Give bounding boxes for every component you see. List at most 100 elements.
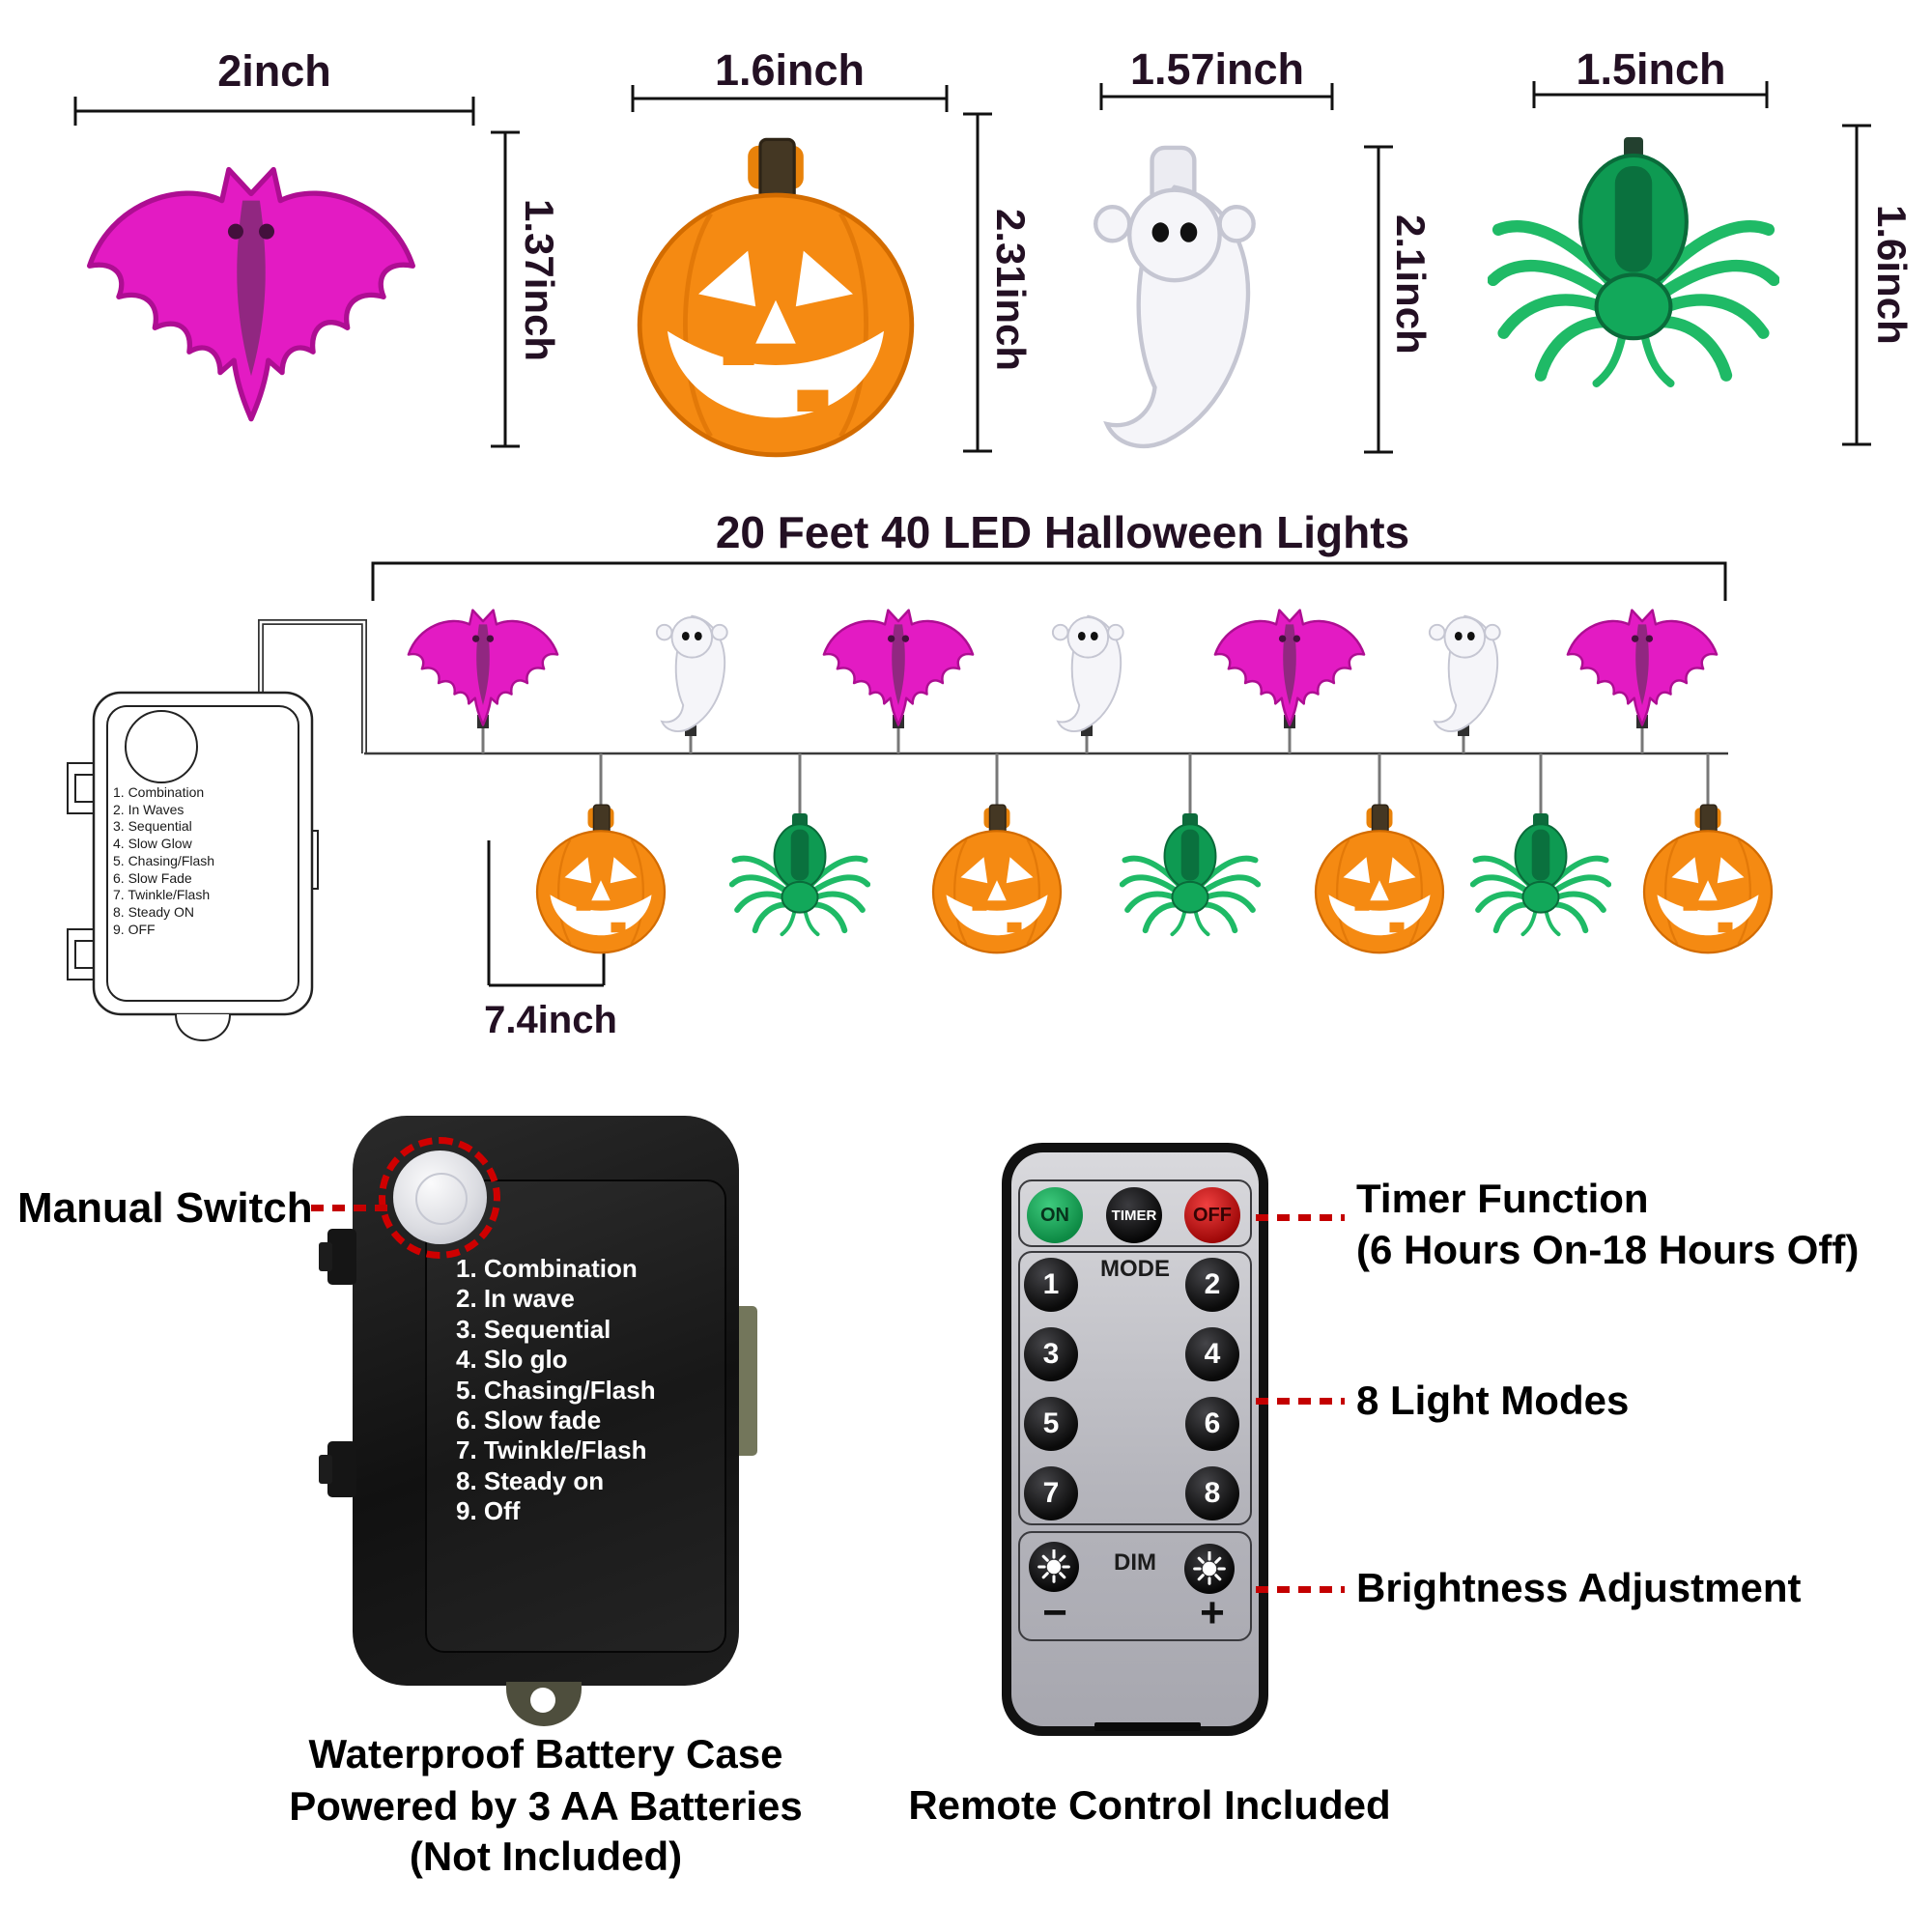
dim-section-label: DIM: [1114, 1549, 1156, 1576]
bat-icon: [90, 170, 413, 419]
remote-power-panel: [1018, 1179, 1252, 1247]
case-mode-list: 1. Combination 2. In wave 3. Sequential …: [456, 1254, 656, 1527]
case-clip: [327, 1229, 356, 1285]
list-item: 6. Slow Fade: [113, 869, 192, 886]
dim-up-button: [1184, 1544, 1235, 1594]
list-item: 1. Combination: [113, 784, 205, 800]
case-caption-line1: Waterproof Battery Case: [308, 1731, 783, 1776]
brightness-icon: [1037, 1549, 1071, 1584]
power-wire: [258, 619, 367, 753]
mode-5-button: 5: [1024, 1397, 1078, 1451]
remote-control: ON TIMER OFF MODE 1 2 3 4 5 6 7 8 DIM − …: [1002, 1143, 1268, 1736]
list-item: 3. Sequential: [456, 1314, 611, 1344]
list-item: 3. Sequential: [113, 818, 192, 835]
list-item: 1. Combination: [456, 1254, 638, 1283]
light-modes-label: 8 Light Modes: [1356, 1378, 1630, 1423]
modes-callout-line: [1256, 1398, 1345, 1405]
bat-dimension-lines: [73, 97, 520, 448]
case-hanging-hole: [530, 1688, 555, 1713]
bat-width-label: 2inch: [217, 46, 331, 96]
case-clip-nub: [319, 1242, 332, 1271]
brightness-icon: [1192, 1551, 1227, 1586]
ornament-stems-bottom: [599, 753, 1710, 821]
case-caption-line3: (Not Included): [409, 1833, 683, 1879]
list-item: 6. Slow fade: [456, 1406, 602, 1435]
list-item: 4. Slo glo: [456, 1345, 568, 1375]
ghost-icon: [1095, 148, 1254, 446]
string-bat-icon: [1213, 609, 1366, 726]
pumpkin-width-label: 1.6inch: [714, 45, 866, 95]
ghost-width-label: 1.57inch: [1129, 44, 1305, 94]
pumpkin-height-label: 2.31inch: [988, 209, 1034, 372]
mode-section-label: MODE: [1100, 1256, 1170, 1282]
manual-switch-callout-line: [311, 1205, 394, 1211]
battery-case-panel: [425, 1179, 726, 1653]
spider-icon: [1493, 156, 1775, 384]
string-spider-icon: [1122, 824, 1258, 934]
mode-4-button: 4: [1185, 1327, 1239, 1381]
dim-plus-sign: +: [1200, 1589, 1225, 1636]
on-button: ON: [1027, 1187, 1083, 1243]
ornament-stems-top: [481, 723, 1644, 753]
case-clip: [327, 1441, 356, 1497]
string-spider-icon: [732, 824, 867, 934]
list-item: 5. Chasing/Flash: [113, 852, 215, 868]
string-ghost-icon: [655, 614, 728, 733]
string-ghost-icon: [1051, 614, 1124, 733]
case-caption-line2: Powered by 3 AA Batteries: [289, 1783, 803, 1829]
pumpkin-icon: [639, 139, 912, 454]
manual-switch-label: Manual Switch: [17, 1184, 313, 1232]
string-pumpkin-icon: [931, 804, 1063, 954]
remote-dim-panel: [1018, 1531, 1252, 1641]
mode-8-button: 8: [1185, 1466, 1239, 1520]
spider-caps: [792, 813, 1548, 833]
timer-hours-label: (6 Hours On-18 Hours Off): [1356, 1227, 1860, 1272]
spider-dimension-lines: [1532, 81, 1871, 446]
mode-3-button: 3: [1024, 1327, 1078, 1381]
string-bat-icon: [822, 609, 975, 726]
ghost-height-label: 2.1inch: [1388, 214, 1434, 355]
mode-6-button: 6: [1185, 1397, 1239, 1451]
list-item: 8. Steady ON: [113, 903, 195, 920]
case-clip-nub: [319, 1455, 332, 1484]
bat-height-label: 1.37inch: [517, 199, 562, 362]
string-title: 20 Feet 40 LED Halloween Lights: [715, 507, 1410, 557]
list-item: 5. Chasing/Flash: [456, 1375, 656, 1405]
remote-mode-panel: [1018, 1251, 1252, 1525]
string-length-bracket: [371, 561, 1727, 601]
ghost-dimension-lines: [1099, 83, 1393, 454]
timer-callout-line: [1256, 1214, 1345, 1221]
list-item: 2. In Waves: [113, 801, 185, 817]
timer-button: TIMER: [1106, 1187, 1162, 1243]
off-button: OFF: [1184, 1187, 1240, 1243]
list-item: 9. OFF: [113, 921, 156, 937]
string-pumpkin-icon: [1642, 804, 1774, 954]
list-item: 7. Twinkle/Flash: [113, 887, 211, 903]
ornament-sockets-top: [477, 715, 1648, 736]
list-item: 9. Off: [456, 1496, 521, 1526]
string-pumpkin-icon: [1314, 804, 1445, 954]
remote-bottom-notch: [1094, 1722, 1201, 1731]
string-pumpkin-icon: [535, 804, 667, 954]
timer-function-label: Timer Function: [1356, 1176, 1649, 1221]
string-bat-icon: [1566, 609, 1719, 726]
manual-switch-highlight-ring: [379, 1137, 500, 1259]
list-item: 2. In wave: [456, 1284, 575, 1314]
string-bat-icon: [407, 609, 559, 726]
string-ghost-icon: [1428, 614, 1501, 733]
remote-caption: Remote Control Included: [908, 1782, 1391, 1828]
brightness-label: Brightness Adjustment: [1356, 1565, 1802, 1610]
dim-minus-sign: −: [1042, 1589, 1067, 1636]
mode-2-button: 2: [1185, 1258, 1239, 1312]
spacing-label: 7.4inch: [484, 999, 617, 1041]
dim-down-button: [1029, 1542, 1079, 1592]
spacing-measurement-lines: [487, 840, 606, 987]
mode-1-button: 1: [1024, 1258, 1078, 1312]
list-item: 7. Twinkle/Flash: [456, 1435, 647, 1465]
mode-7-button: 7: [1024, 1466, 1078, 1520]
spider-width-label: 1.5inch: [1576, 44, 1726, 94]
brightness-callout-line: [1256, 1586, 1345, 1593]
spider-height-label: 1.6inch: [1869, 205, 1915, 345]
